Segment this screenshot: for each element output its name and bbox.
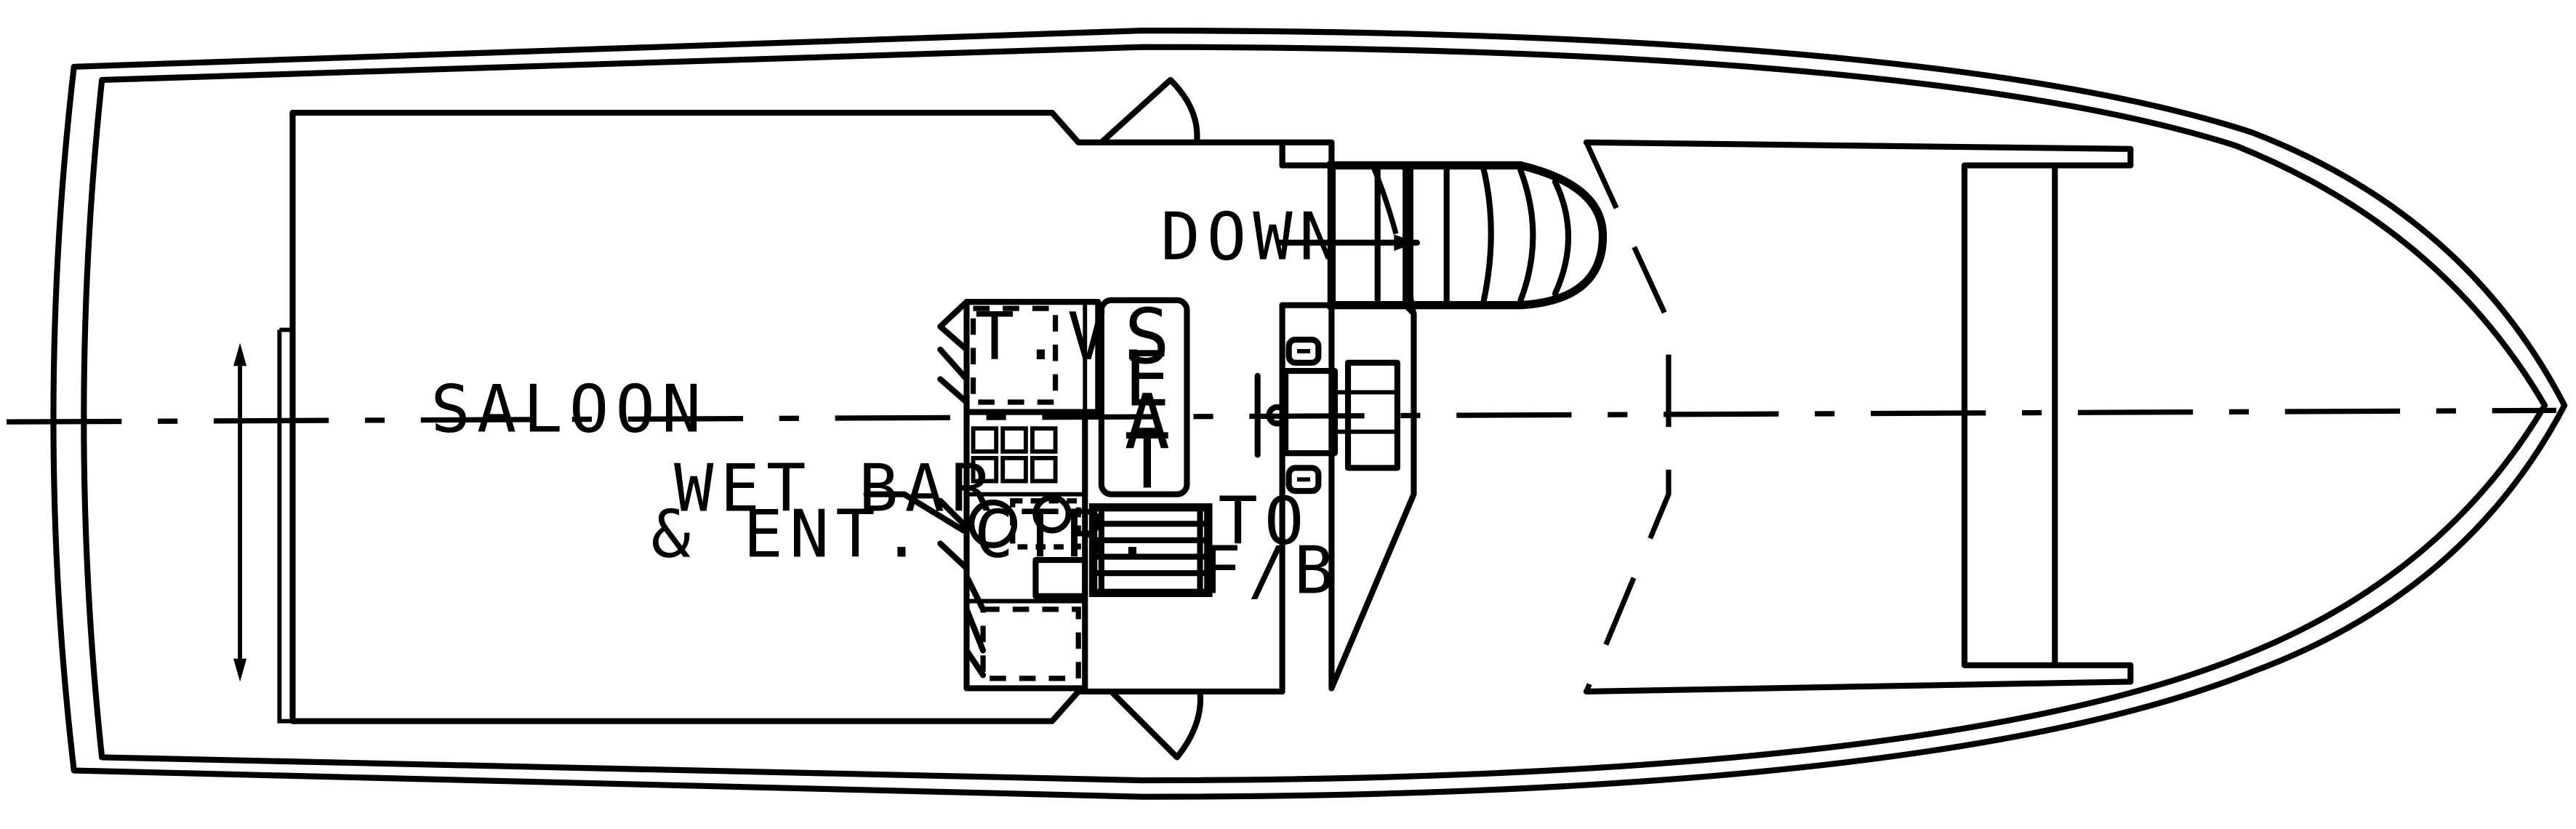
label-down: DOWN [1160,199,1345,275]
label-wet-bar-line1: WET BAR [674,450,997,526]
helm-seat-starboard [1285,465,1322,494]
label-to: TO [1218,483,1310,559]
label-seat-t: T [1125,417,1171,506]
label-wet-bar-line2: & ENT. CTR. [651,497,1158,573]
seat [1098,297,1190,497]
door-swing-port [1098,76,1200,145]
windshield-lines [1329,141,1672,693]
label-seat-a: A [1125,377,1171,466]
label-fb: F/B [1202,532,1340,609]
label-seat-e: E [1125,335,1171,424]
label-seat-s: S [1125,292,1171,381]
label-saloon: SALOON [430,372,707,448]
hull-outline [50,27,2568,800]
saloon-walls [277,110,1285,724]
helm-console [1254,359,1400,471]
label-tv: T.V. [975,299,1160,375]
stair-flybridge [1088,503,1213,597]
wet-bar [937,409,1088,692]
helm-seat-port [1285,337,1322,366]
centerline [7,407,2556,425]
door-swing-starboard [1108,688,1204,761]
wet-bar-leader [863,491,967,534]
aft-dimension-arrow [233,343,247,682]
stair-down [1275,161,1608,310]
